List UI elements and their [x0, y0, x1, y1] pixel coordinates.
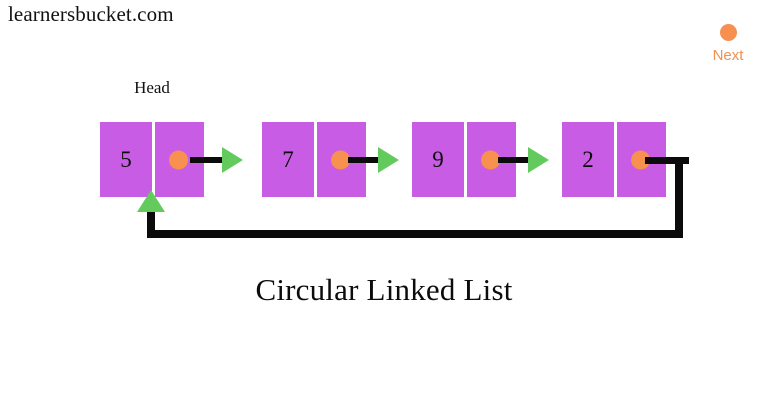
- next-pointer-dot-icon-4: [631, 150, 650, 169]
- node-value-4: 2: [582, 146, 594, 172]
- site-watermark: learnersbucket.com: [8, 2, 174, 26]
- next-pointer-dot-icon-1: [169, 150, 188, 169]
- orange-circle-icon: [719, 24, 737, 41]
- next-pointer-dot-icon-3: [481, 150, 500, 169]
- link-shaft-3: [498, 157, 534, 163]
- node-value-2: 7: [282, 146, 294, 172]
- node-next-cell-2: [314, 122, 366, 197]
- legend: Next: [700, 24, 756, 63]
- link-shaft-2: [348, 157, 384, 163]
- node-next-cell-1: [152, 122, 204, 197]
- list-node-1: 5: [100, 122, 204, 197]
- circular-link-segment-bottom: [147, 230, 683, 238]
- legend-label-next: Next: [712, 47, 744, 64]
- link-arrowhead-icon-2: [378, 147, 399, 173]
- circular-link-segment-right: [675, 157, 683, 237]
- circular-link-arrowhead-icon: [137, 190, 165, 212]
- diagram-title: Circular Linked List: [255, 272, 513, 307]
- link-arrowhead-icon-1: [222, 147, 243, 173]
- link-arrowhead-icon-3: [528, 147, 549, 173]
- circular-link-segment-left: [147, 208, 155, 236]
- node-value-1: 5: [120, 146, 132, 172]
- circular-link-segment-top: [645, 157, 689, 164]
- head-label: Head: [134, 78, 170, 97]
- node-value-3: 9: [432, 146, 444, 172]
- next-pointer-dot-icon-2: [331, 150, 350, 169]
- link-shaft-1: [190, 157, 226, 163]
- node-next-cell-4: [614, 122, 666, 197]
- node-next-cell-3: [464, 122, 516, 197]
